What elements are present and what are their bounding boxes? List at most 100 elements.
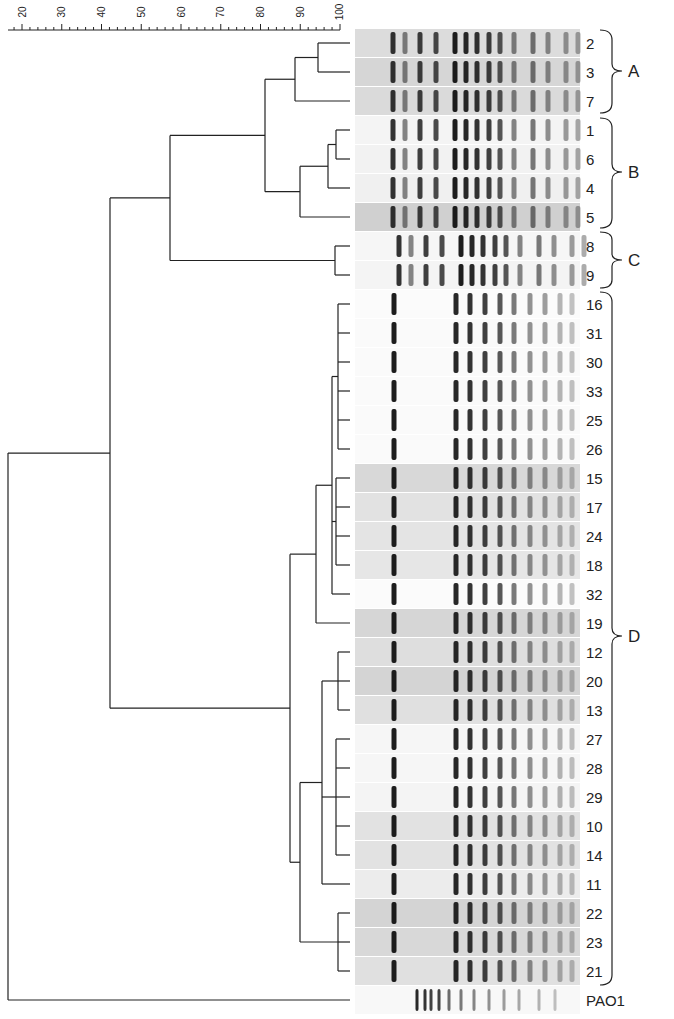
gel-band [512,728,517,750]
scale-value: 100 [335,4,345,21]
tree-branch [336,796,350,797]
gel-lane [355,870,580,898]
tree-branch [328,187,350,188]
scale-tick [22,24,23,30]
scale-tick [300,24,301,30]
gel-band [582,235,587,257]
gel-band [546,90,551,112]
gel-band [531,177,536,199]
scale-tick [236,27,237,30]
gel-lane [355,58,580,86]
gel-band [487,61,492,83]
gel-band [512,844,517,866]
gel-band [531,148,536,170]
gel-band [543,641,548,663]
gel-band [392,931,397,953]
isolate-number: 28 [586,761,603,776]
scale-value: 30 [57,6,67,17]
tree-branch [335,274,350,275]
gel-band [528,409,533,431]
tree-branch [265,191,300,192]
gel-band [483,757,488,779]
gel-band [468,728,473,750]
scale-tick [157,27,158,30]
gel-band [498,322,503,344]
gel-band [543,409,548,431]
gel-band [403,90,408,112]
gel-band [468,815,473,837]
isolate-number: 20 [586,674,603,689]
gel-band [454,873,459,895]
isolate-number: 29 [586,790,603,805]
bracket [600,292,622,985]
gel-band [512,525,517,547]
gel-band [454,902,459,924]
gel-lane [355,696,580,724]
gel-band [543,380,548,402]
gel-band [528,844,533,866]
gel-band [392,583,397,605]
gel-band [570,467,575,489]
bracket [600,232,622,288]
tree-branch [338,651,350,652]
gel-band [558,322,563,344]
gel-band [558,525,563,547]
gel-lane [355,638,580,666]
gel-band [424,989,427,1011]
scale-tick [204,27,205,30]
gel-lane [355,145,580,173]
gel-band [543,902,548,924]
scale-tick [61,24,62,30]
isolate-number: 23 [586,935,603,950]
gel-lane [355,435,580,463]
gel-band [498,438,503,460]
gel-lane [355,319,580,347]
gel-band [558,641,563,663]
gel-band [391,90,396,112]
scale-tick [212,27,213,30]
gel-band [487,90,492,112]
gel-band [487,32,492,54]
gel-band [512,90,517,112]
gel-lane [355,986,580,1014]
gel-lane [355,464,580,492]
tree-branch [336,738,350,739]
gel-band [392,815,397,837]
gel-band [512,612,517,634]
gel-band [403,148,408,170]
isolate-number: 25 [586,413,603,428]
isolate-number: 3 [586,65,594,80]
gel-band [418,119,423,141]
gel-band [464,177,469,199]
scale-tick [181,24,182,30]
tree-branch [338,941,350,942]
gel-band [459,235,464,257]
isolate-number: 4 [586,181,594,196]
gel-band [543,496,548,518]
scale-tick [53,27,54,30]
isolate-number: 12 [586,645,603,660]
gel-lane [355,725,580,753]
cluster-letter: C [628,252,640,269]
gel-band [558,699,563,721]
tree-branch [322,680,338,681]
tree-branch [338,912,350,913]
gel-band [576,119,581,141]
gel-band [558,409,563,431]
scale-tick [220,24,221,30]
scale-tick [332,27,333,30]
gel-band [453,119,458,141]
gel-band [468,873,473,895]
tree-branch [338,709,350,710]
scale-tick [292,27,293,30]
gel-band [531,206,536,228]
gel-band [392,873,397,895]
isolate-number: 33 [586,384,603,399]
gel-band [483,351,488,373]
gel-band [498,351,503,373]
gel-band [512,322,517,344]
scale-tick [29,27,30,30]
gel-band [546,206,551,228]
gel-band [483,380,488,402]
gel-band [558,844,563,866]
